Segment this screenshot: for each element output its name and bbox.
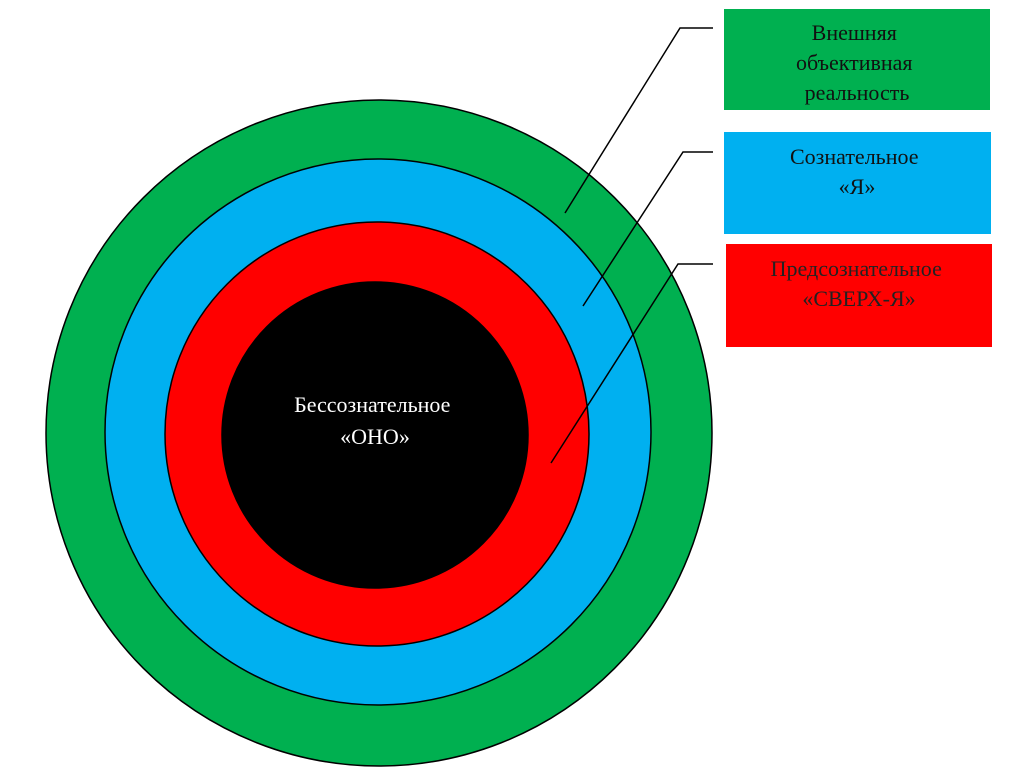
core-unconscious (221, 281, 529, 589)
label-box-conscious (724, 132, 991, 234)
center-label: Бессознательное «ОНО» (294, 392, 456, 449)
label-preconscious: Предсознательное «СВЕРХ-Я» (771, 256, 948, 311)
leader-line-conscious (582, 151, 713, 307)
label-box-outer (724, 9, 990, 110)
leader-line-preconscious (550, 263, 713, 464)
label-conscious: Сознательное «Я» (790, 144, 924, 199)
leader-line-outer (564, 27, 713, 214)
label-outer: Внешняя объективная реальность (796, 20, 918, 105)
label-box-preconscious (726, 244, 992, 347)
